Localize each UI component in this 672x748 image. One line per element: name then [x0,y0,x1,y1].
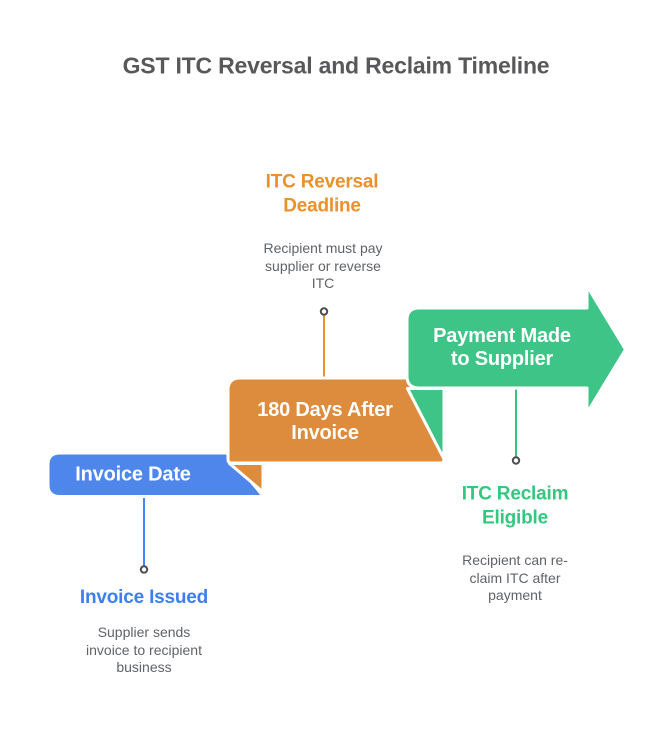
marker-circle-invoice-issued [139,565,149,574]
callout-desc-itc-reversal-deadline: Recipient must pay supplier or reverse I… [263,239,383,291]
callout-desc-itc-reclaim-eligible: Recipient can re- claim ITC after paymen… [462,551,568,603]
callout-desc-invoice-issued: Supplier sends invoice to recipient busi… [86,623,202,675]
callout-title-itc-reversal-deadline: ITC Reversal Deadline [265,171,379,216]
banner-invoice-date [46,451,265,498]
page-title: GST ITC Reversal and Reclaim Timeline [122,52,550,79]
banner-label-180-days: 180 Days After Invoice [257,399,393,444]
marker-circle-itc-reclaim [511,456,521,465]
callout-title-invoice-issued: Invoice Issued [79,587,209,609]
banner-label-invoice-date: Invoice Date [75,463,191,486]
banner-payment-made [405,284,627,415]
banner-label-payment-made: Payment Made to Supplier [433,325,571,370]
callout-title-itc-reclaim-eligible: ITC Reclaim Eligible [461,483,569,528]
marker-circle-itc-reversal [319,307,329,316]
